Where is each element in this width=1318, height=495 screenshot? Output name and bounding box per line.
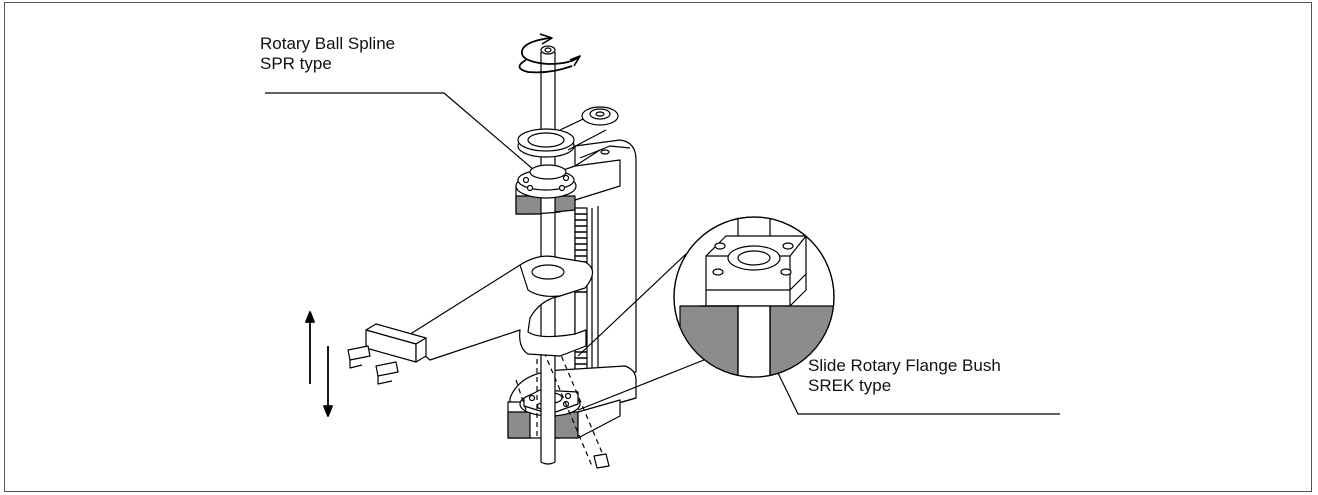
pulley-belt	[517, 106, 631, 167]
diagram-frame	[4, 2, 1312, 492]
machine-arm	[403, 255, 594, 361]
label-slide-rotary-flange-bush-line2: SREK type	[808, 376, 892, 395]
label-rotary-ball-spline-line1: Rotary Ball Spline	[260, 34, 396, 53]
up-down-arrow-icon	[305, 311, 333, 417]
leader-line-spline	[265, 92, 549, 183]
dashed-shaft	[515, 347, 607, 467]
label-rotary-ball-spline: Rotary Ball Spline SPR type	[260, 34, 395, 74]
ball-screw	[574, 207, 588, 389]
label-slide-rotary-flange-bush: Slide Rotary Flange Bush SREK type	[808, 356, 1001, 396]
gripper	[347, 323, 427, 385]
label-rotary-ball-spline-line2: SPR type	[260, 54, 332, 73]
shaft-end-block	[593, 453, 610, 469]
spline-shaft	[540, 45, 556, 465]
callout-lines	[577, 253, 715, 411]
rotation-arrow-icon	[518, 33, 581, 74]
label-slide-rotary-flange-bush-line1: Slide Rotary Flange Bush	[808, 356, 1001, 375]
upper-flange	[515, 164, 577, 199]
detail-magnifier	[673, 216, 835, 378]
